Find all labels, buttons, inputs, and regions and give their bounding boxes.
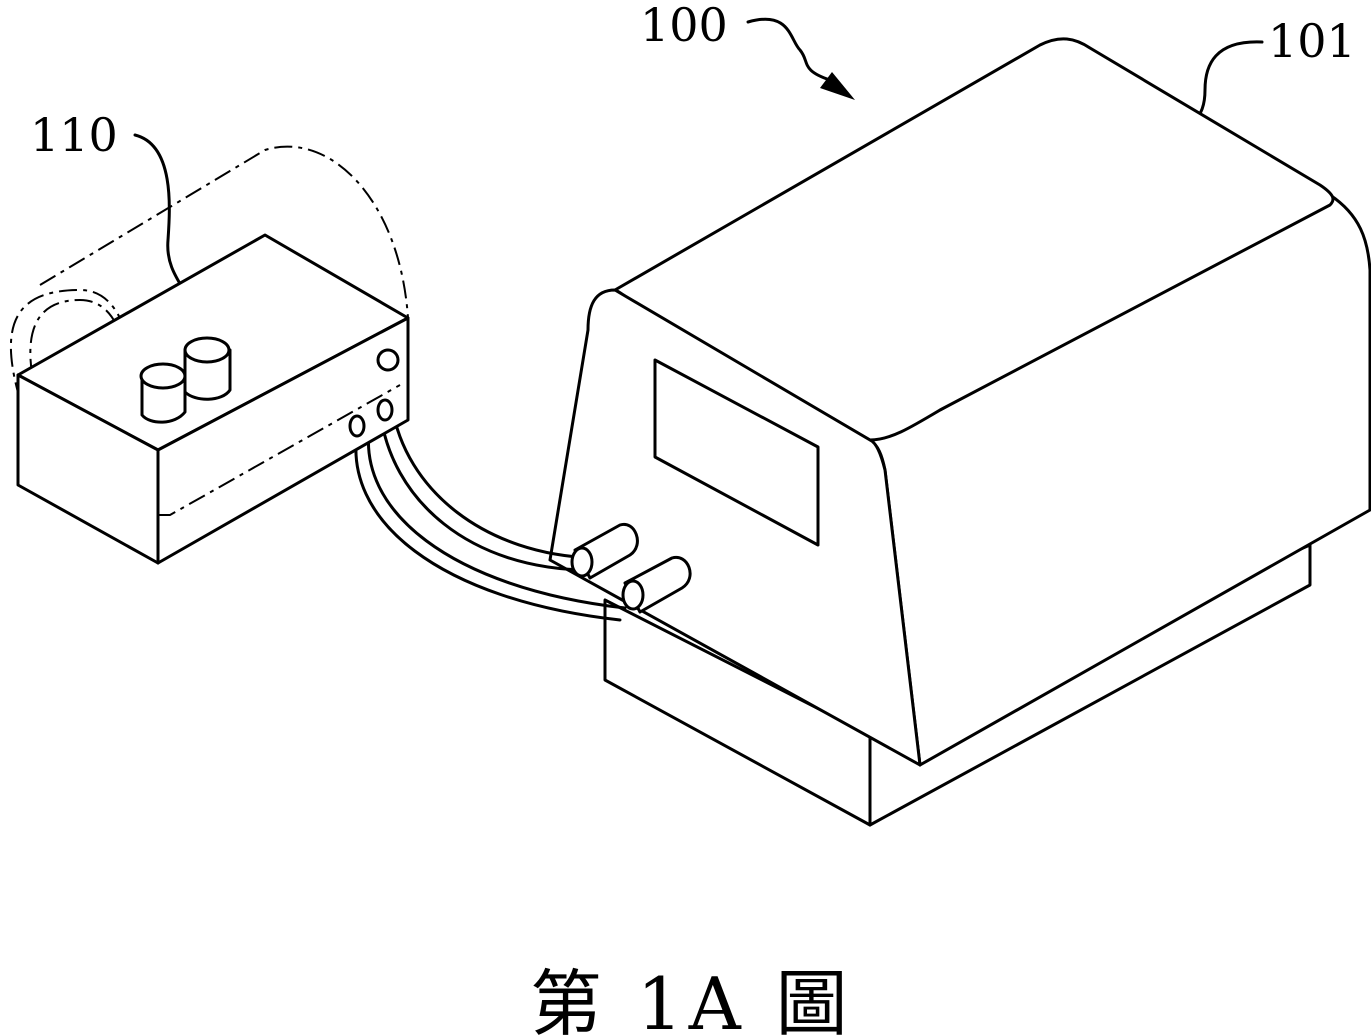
display-window	[653, 358, 820, 547]
housing-101	[548, 37, 1371, 767]
knob-1	[139, 362, 187, 424]
arrow-100	[820, 72, 855, 100]
label-100: 100	[640, 0, 728, 52]
label-101: 101	[1268, 14, 1356, 68]
label-110: 110	[30, 108, 118, 162]
figure-caption: 第 1A 圖	[530, 962, 854, 1035]
knob-2	[183, 336, 232, 401]
connector-1	[570, 522, 639, 580]
module-110	[9, 145, 410, 565]
connector-2	[621, 555, 692, 614]
hoses	[354, 404, 627, 622]
leader-100	[746, 17, 832, 82]
indicator-knob	[376, 348, 400, 372]
